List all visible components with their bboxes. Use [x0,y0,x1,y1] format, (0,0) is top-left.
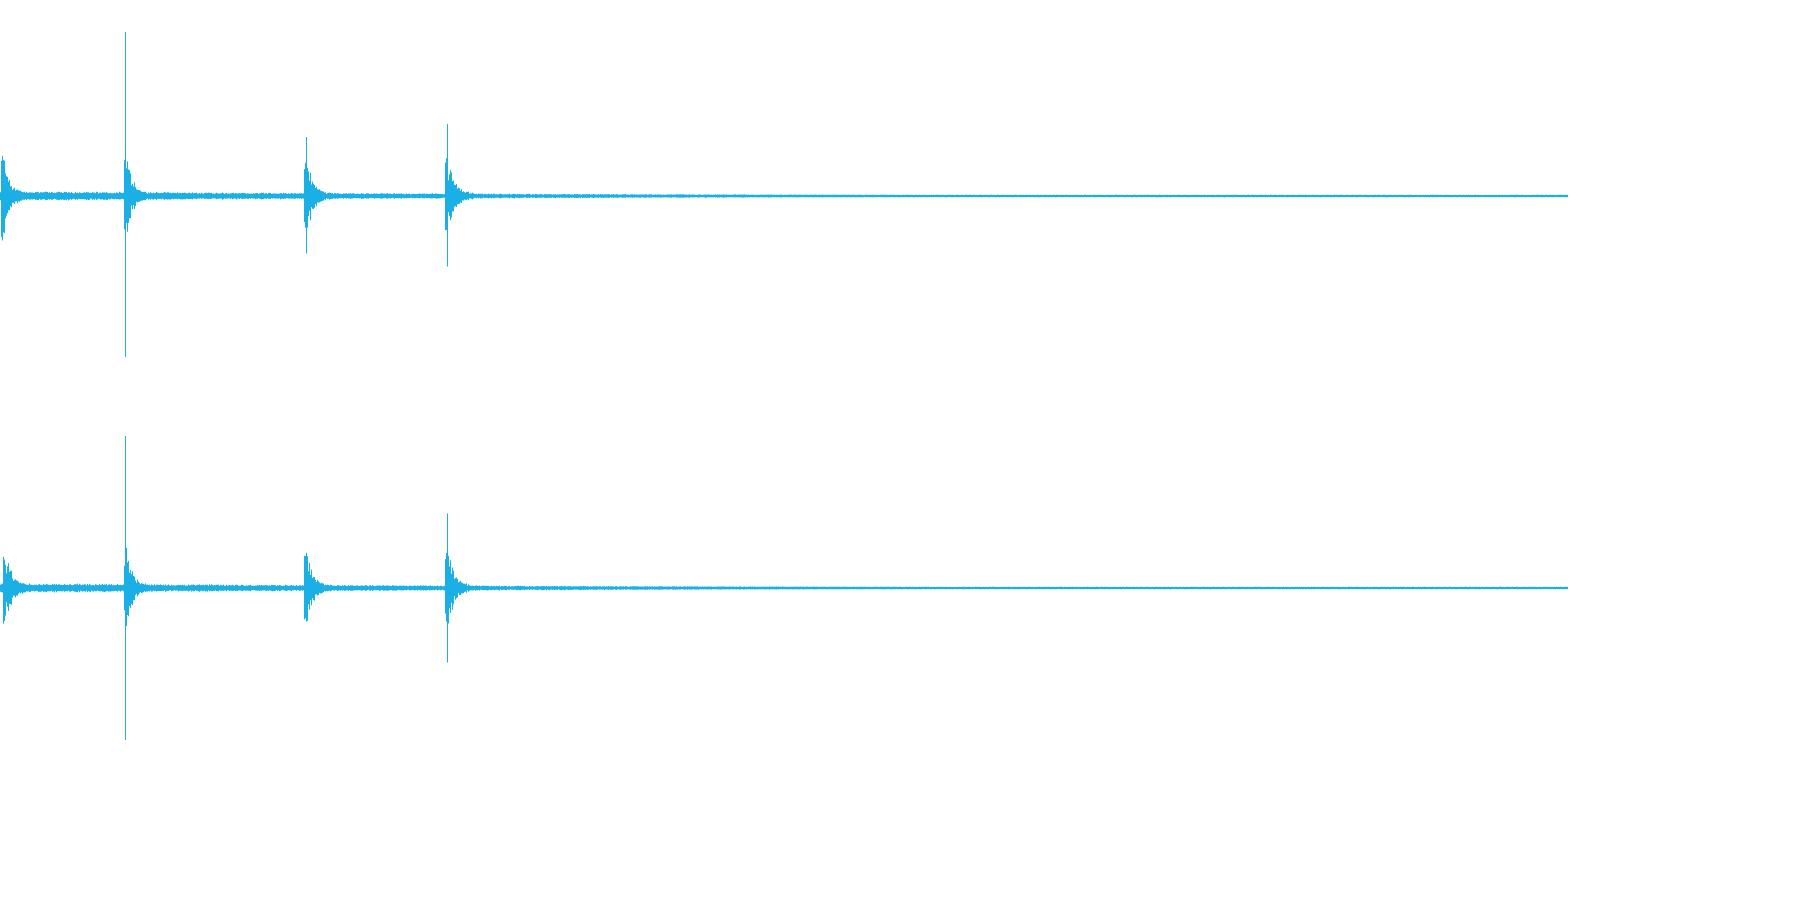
channel-1-envelope [0,155,1568,241]
channel-2-envelope [0,547,1568,626]
channel-2-waveform [0,436,1568,740]
channel-1-waveform [0,32,1568,357]
